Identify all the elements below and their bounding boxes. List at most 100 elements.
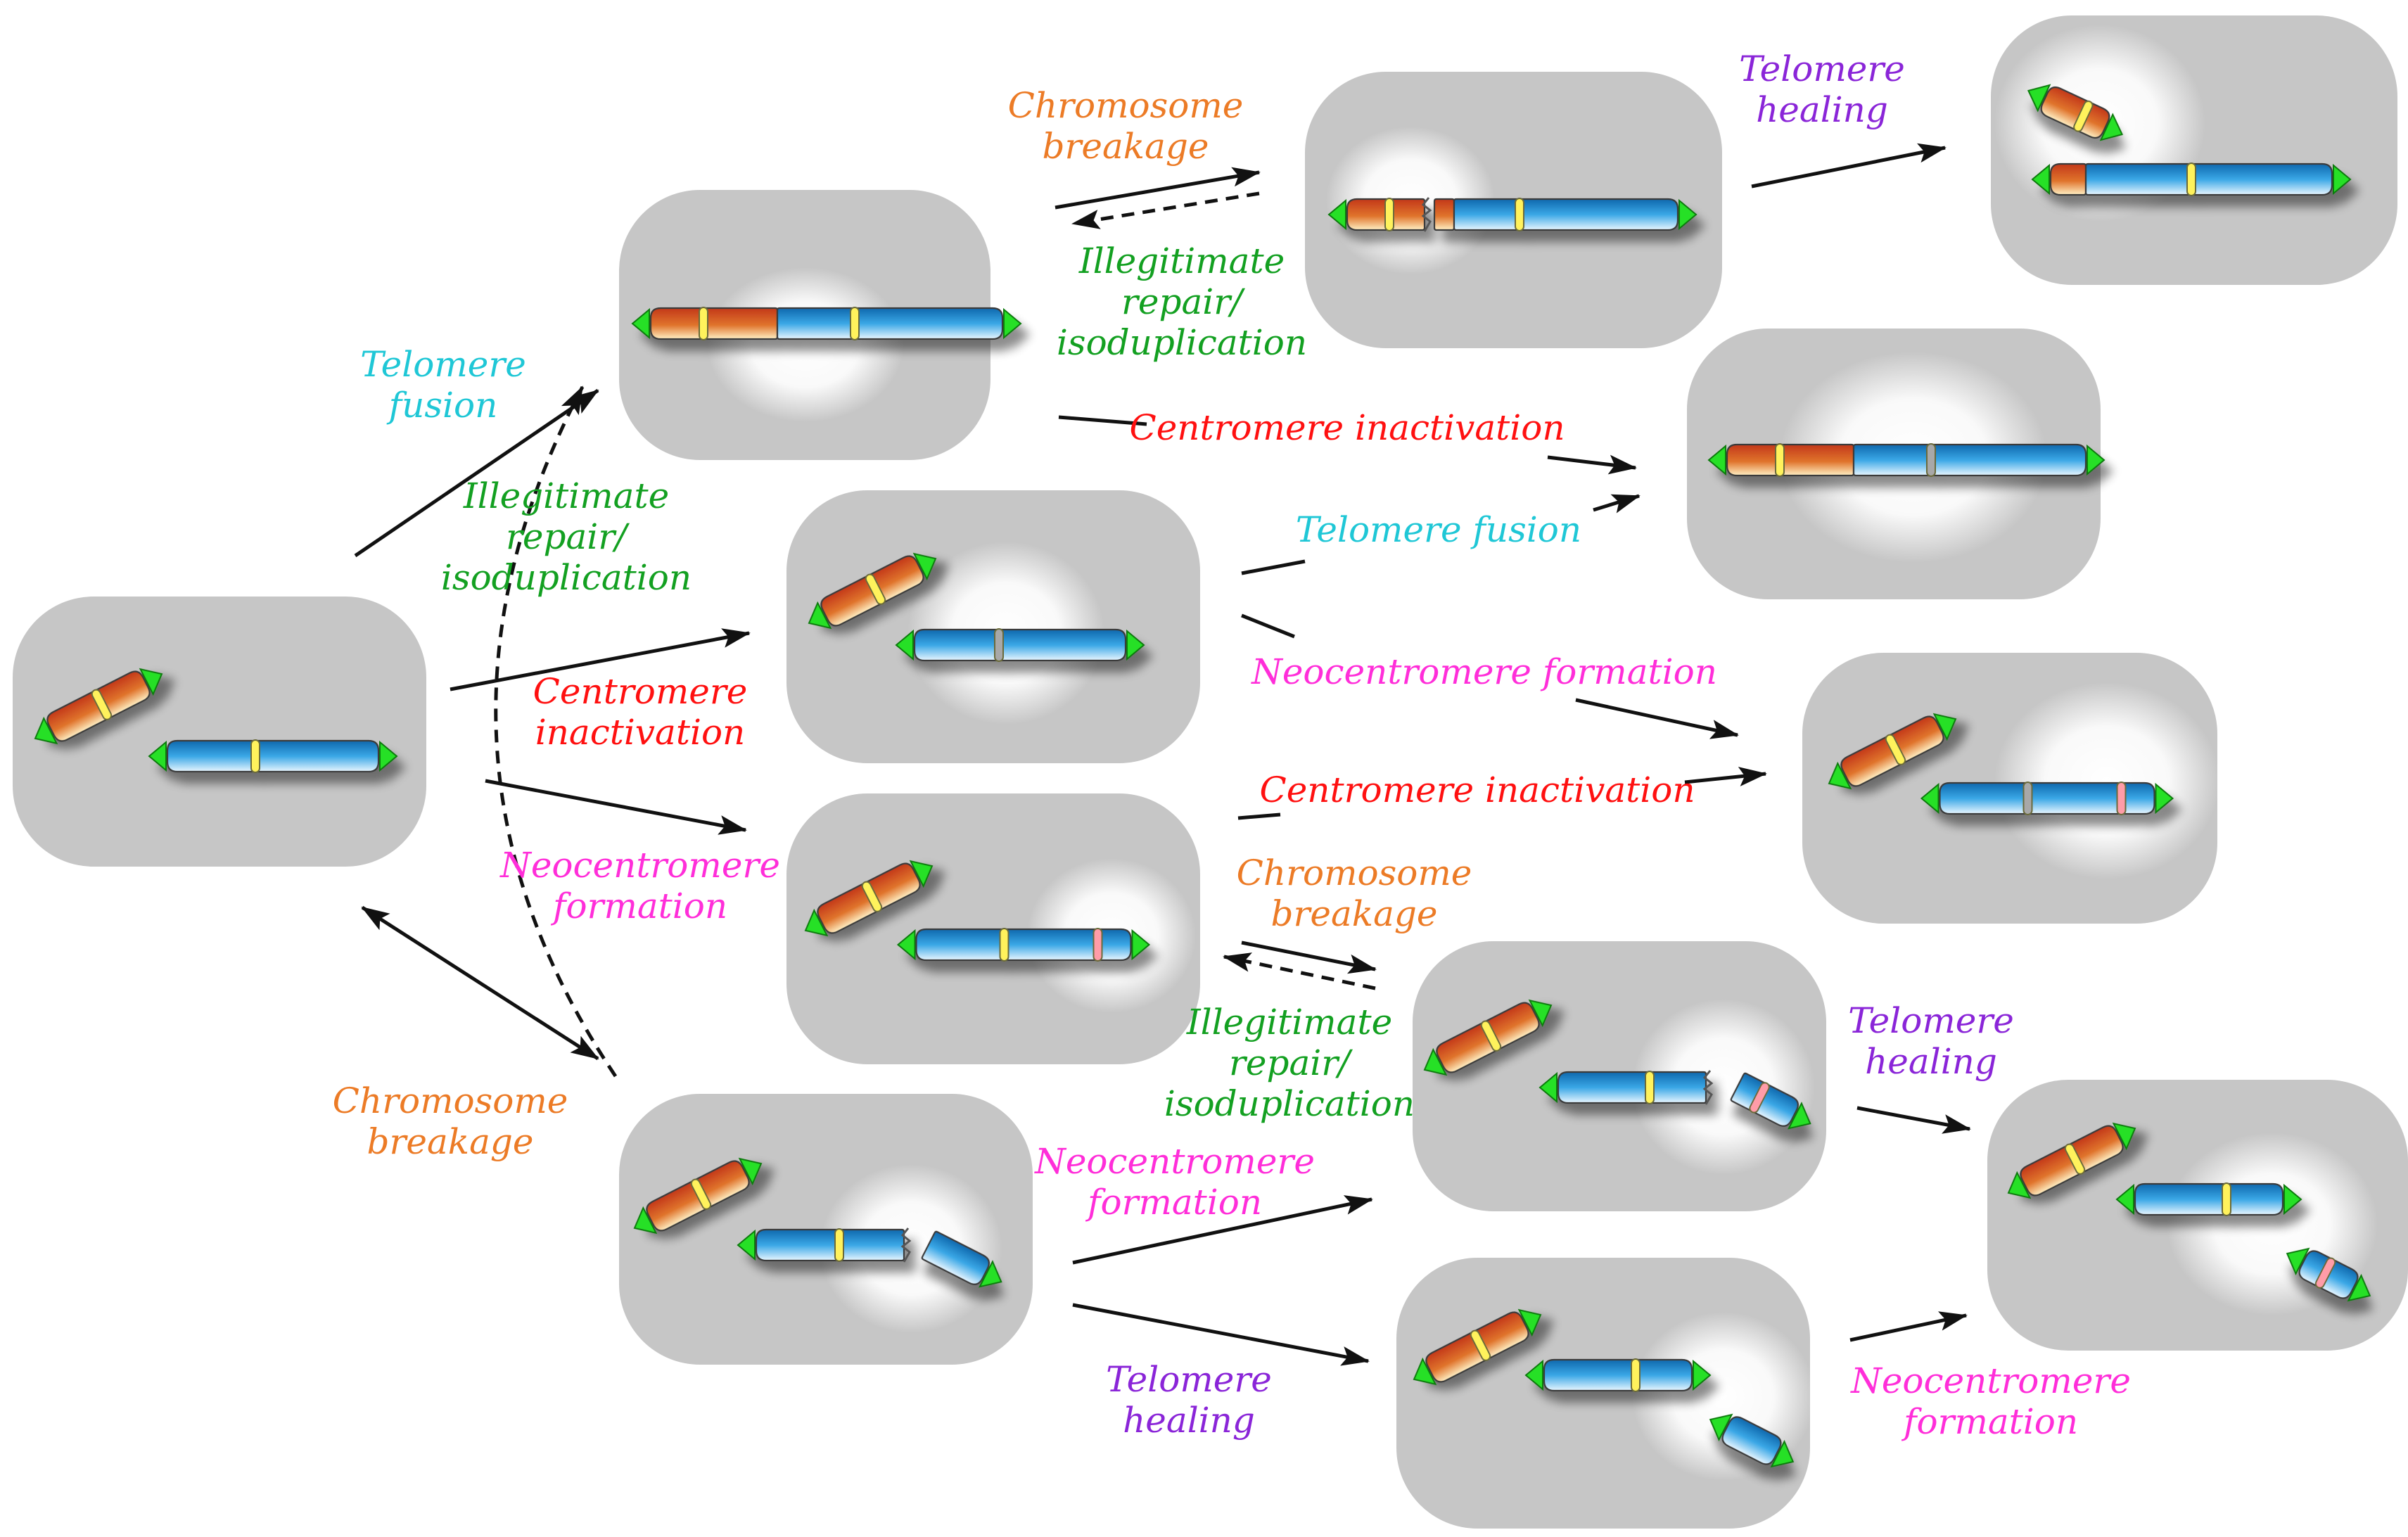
centromere-active <box>861 881 883 912</box>
centromere-active <box>699 307 708 340</box>
arrow-chromosome-breakage <box>361 905 599 1061</box>
arrow-centromere-inactivation-line <box>1058 415 1147 426</box>
label-line: breakage <box>367 1121 533 1162</box>
chromosome-arm <box>1543 1358 1693 1392</box>
telomere-right-icon <box>2112 1122 2136 1151</box>
telomere-right-icon <box>738 1157 763 1186</box>
nucleus-halo <box>820 1164 1002 1333</box>
label-line: Telomere <box>360 344 526 385</box>
acentric-fragment-healed <box>1709 1413 1795 1468</box>
telomere-left-icon <box>1524 1359 1543 1391</box>
centromere-active <box>690 1178 712 1210</box>
label-line: Illegitimate <box>1186 1002 1392 1042</box>
blue-chromosome <box>148 739 398 773</box>
chromosome-arm <box>913 628 1127 662</box>
break-point <box>1702 1070 1714 1105</box>
break-point <box>900 1227 912 1263</box>
blue-chromosome <box>2115 1182 2302 1216</box>
centromere-inactive <box>994 628 1004 662</box>
telomere-right-icon <box>1932 713 1957 741</box>
telomere-right-icon <box>912 552 937 581</box>
arrow-illegitimate-repair-mid <box>1223 952 1376 990</box>
label-line: Centromere <box>533 671 748 712</box>
label-centromere-inact-mid2: Centromere inactivation <box>1259 770 1695 810</box>
centromere-active <box>850 307 860 340</box>
orange-chromosome <box>1413 1308 1542 1386</box>
centromere-active <box>1775 443 1785 477</box>
centromere-active <box>1384 198 1394 231</box>
chromosome-arm <box>2134 1182 2284 1216</box>
centromere-active <box>2064 1143 2086 1175</box>
telomere-left-icon <box>2286 1247 2310 1276</box>
label-line: isoduplication <box>1164 1083 1415 1124</box>
centromere-active <box>91 689 113 720</box>
telomere-left-icon <box>633 1206 658 1235</box>
cell-initial <box>13 597 426 867</box>
chromosome-arm <box>1730 1072 1799 1127</box>
label-line: repair/ <box>1229 1042 1353 1083</box>
arrow-chromosome-breakage-mid <box>1241 940 1377 974</box>
blue-chromosome <box>895 628 1145 662</box>
chromosome-arm <box>1721 1416 1782 1465</box>
telomere-right-icon <box>978 1260 1002 1288</box>
centromere-active <box>1470 1329 1491 1361</box>
centromere-active <box>865 573 886 605</box>
neocentric-fragment <box>1730 1072 1811 1130</box>
chromosome-arm <box>2049 162 2087 196</box>
label-line: Neocentromere <box>1034 1141 1315 1182</box>
cell-healed-top <box>1991 15 2397 285</box>
telomere-right-icon <box>1678 198 1697 231</box>
chromosome-arm <box>1939 782 2155 815</box>
arrow-neocentromere-formation <box>485 779 747 835</box>
label-line: Centromere inactivation <box>1259 770 1695 810</box>
telomere-right-icon <box>2099 113 2124 141</box>
label-line: Telomere <box>1848 1000 2014 1041</box>
telomere-left-icon <box>1707 444 1726 476</box>
chromosome-arm <box>1557 1071 1707 1104</box>
orange-fragment <box>2027 84 2124 141</box>
chromosome-arm <box>1726 443 1855 477</box>
chromosome-arm <box>755 1228 905 1262</box>
label-line: Illegitimate <box>1078 241 1285 281</box>
telomere-right-icon <box>2155 782 2174 815</box>
cell-fused-inactive <box>1687 329 2106 599</box>
arrow-telomere-fusion <box>354 388 599 558</box>
arrow-telomere-fusion-mid <box>1593 494 1641 514</box>
telomere-left-icon <box>1828 761 1852 790</box>
label-line: Chromosome <box>333 1080 568 1121</box>
nucleus-halo <box>1994 682 2219 879</box>
neocentromere <box>2116 782 2127 815</box>
centromere-active <box>2186 162 2196 196</box>
telomere-left-icon <box>2027 84 2051 113</box>
telomere-right-icon <box>2347 1273 2371 1302</box>
nucleus-halo <box>707 267 904 422</box>
telomere-left-icon <box>737 1229 756 1261</box>
chromosome-arm <box>2084 162 2333 196</box>
orange-chromosome <box>1423 999 1553 1076</box>
arrow-telomere-fusion-line <box>1241 559 1306 575</box>
orange-chromosome <box>633 1157 763 1235</box>
centromere-active <box>1645 1071 1655 1104</box>
telomere-left-icon <box>896 929 916 961</box>
neocentric-fragment <box>2286 1247 2371 1302</box>
arrow-telomere-healing-top <box>1751 143 1947 189</box>
arrow-neocentromere-bottom <box>1072 1195 1373 1265</box>
cell-healed-bottom <box>1396 1258 1815 1529</box>
label-line: healing <box>1123 1400 1255 1441</box>
telomere-right-icon <box>1126 629 1145 661</box>
label-line: fusion <box>386 385 498 426</box>
label-neocentromere-mid: Neocentromere formation <box>1251 651 1717 692</box>
label-line: Neocentromere <box>499 845 780 886</box>
telomere-left-icon <box>148 740 167 772</box>
label-line: inactivation <box>535 712 746 753</box>
arrow-chromosome-breakage-top <box>1055 167 1261 210</box>
cell-chromosome-broken <box>619 1094 1033 1365</box>
